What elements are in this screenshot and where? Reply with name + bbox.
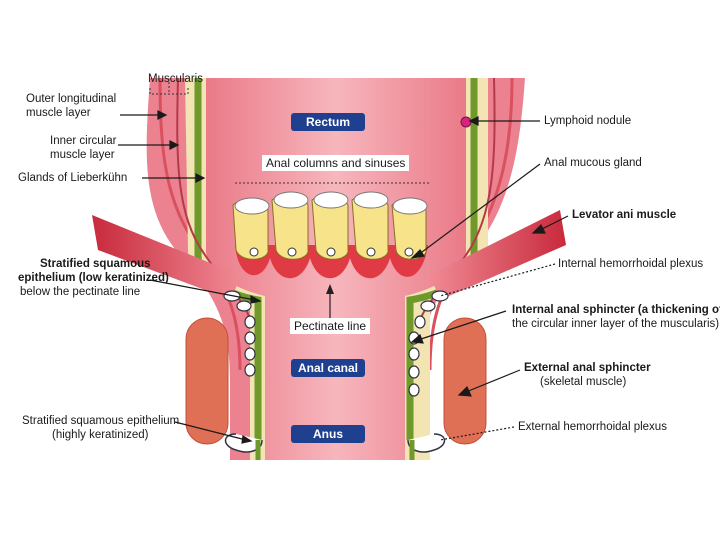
inner-circular-label-2: muscle layer bbox=[50, 149, 115, 161]
levator-ani-label: Levator ani muscle bbox=[572, 209, 677, 221]
stratified-low-label-3: below the pectinate line bbox=[20, 286, 141, 298]
arrowhead bbox=[250, 294, 262, 304]
internal-sphincter-label-1: Internal anal sphincter (a thickening of bbox=[512, 304, 720, 316]
arrowhead bbox=[195, 173, 206, 183]
inner-circular-label-1: Inner circular bbox=[50, 135, 117, 147]
external-hemorrhoidal-label: External hemorrhoidal plexus bbox=[518, 421, 667, 433]
stratified-low-label-1: Stratified squamous bbox=[40, 258, 151, 270]
anus-label: Anus bbox=[291, 425, 365, 443]
column-cap bbox=[392, 197, 428, 215]
vein bbox=[244, 347, 256, 361]
anal-sinuses bbox=[232, 193, 427, 260]
glands-lieberkuhn-label: Glands of Lieberkühn bbox=[18, 172, 128, 184]
leader-ext-sphincter bbox=[465, 369, 521, 393]
leader-lines-right bbox=[410, 116, 569, 441]
stratified-high-label-1: Stratified squamous epithelium bbox=[22, 415, 180, 427]
arrowhead bbox=[410, 333, 424, 344]
levator-ani-right bbox=[430, 210, 566, 300]
external-sphincter-left bbox=[185, 317, 229, 445]
arrowhead bbox=[169, 140, 180, 150]
rectum-label: Rectum bbox=[291, 113, 365, 131]
leader-lines-left bbox=[118, 110, 262, 444]
vein bbox=[414, 315, 426, 329]
crypt bbox=[249, 247, 259, 257]
vein bbox=[244, 315, 256, 329]
anal-canal-label: Anal canal bbox=[291, 359, 365, 377]
vein bbox=[408, 383, 420, 397]
leader-strat-high bbox=[174, 421, 247, 441]
vein bbox=[244, 363, 256, 377]
vein bbox=[244, 331, 256, 345]
crypt-dots bbox=[249, 247, 414, 257]
column-cap bbox=[273, 191, 309, 209]
outer-longitudinal-label-1: Outer longitudinal bbox=[26, 93, 117, 105]
anal-columns-label: Anal columns and sinuses bbox=[262, 155, 410, 171]
arrowhead bbox=[410, 249, 426, 259]
leader-levator bbox=[539, 215, 569, 231]
column-cap bbox=[313, 191, 349, 209]
arrowhead bbox=[468, 116, 479, 126]
leader-ext-hemorrhoid bbox=[439, 426, 515, 441]
vein bbox=[408, 347, 420, 361]
vein bbox=[236, 300, 252, 312]
column-cap bbox=[234, 197, 270, 215]
column-cap bbox=[353, 191, 389, 209]
internal-sphincter-label-2: the circular inner layer of the muscular… bbox=[512, 318, 720, 330]
vein bbox=[431, 290, 449, 302]
vein bbox=[420, 300, 436, 312]
inner-circular-right bbox=[419, 77, 496, 321]
muscularis-bracket bbox=[149, 88, 189, 95]
arrowhead bbox=[241, 435, 253, 444]
external-sphincter-label-1: External anal sphincter bbox=[524, 362, 651, 374]
hemorrhoidal-plexus-left bbox=[223, 290, 256, 377]
crypt bbox=[366, 247, 376, 257]
external-sphincter-right bbox=[443, 317, 487, 445]
levator-ani-left bbox=[92, 215, 240, 300]
vein bbox=[408, 365, 420, 379]
crypt bbox=[326, 247, 336, 257]
column-caps bbox=[234, 191, 428, 215]
arrowhead bbox=[531, 223, 546, 234]
internal-hemorrhoidal-label: Internal hemorrhoidal plexus bbox=[558, 258, 704, 270]
crypt bbox=[287, 247, 297, 257]
lymphoid-nodule-label: Lymphoid nodule bbox=[544, 115, 632, 127]
arrowhead bbox=[157, 110, 168, 120]
external-sphincter-label-2: (skeletal muscle) bbox=[540, 376, 627, 388]
outer-longitudinal-label-2: muscle layer bbox=[26, 107, 91, 119]
lymphoid-nodule bbox=[460, 116, 472, 128]
muscularis-label: Muscularis bbox=[148, 73, 203, 85]
crypt bbox=[404, 247, 414, 257]
pectinate-line-label: Pectinate line bbox=[290, 318, 371, 334]
leader-anal-gland bbox=[417, 163, 541, 256]
leader-strat-low bbox=[149, 279, 256, 301]
pectinate-arrowhead bbox=[326, 284, 334, 294]
arrowhead bbox=[457, 385, 472, 397]
stratified-high-label-2: (highly keratinized) bbox=[52, 429, 149, 441]
anal-mucous-gland-label: Anal mucous gland bbox=[544, 157, 642, 169]
leader-int-sphincter bbox=[417, 310, 507, 341]
stratified-low-label-2: epithelium (low keratinized) bbox=[18, 272, 169, 284]
